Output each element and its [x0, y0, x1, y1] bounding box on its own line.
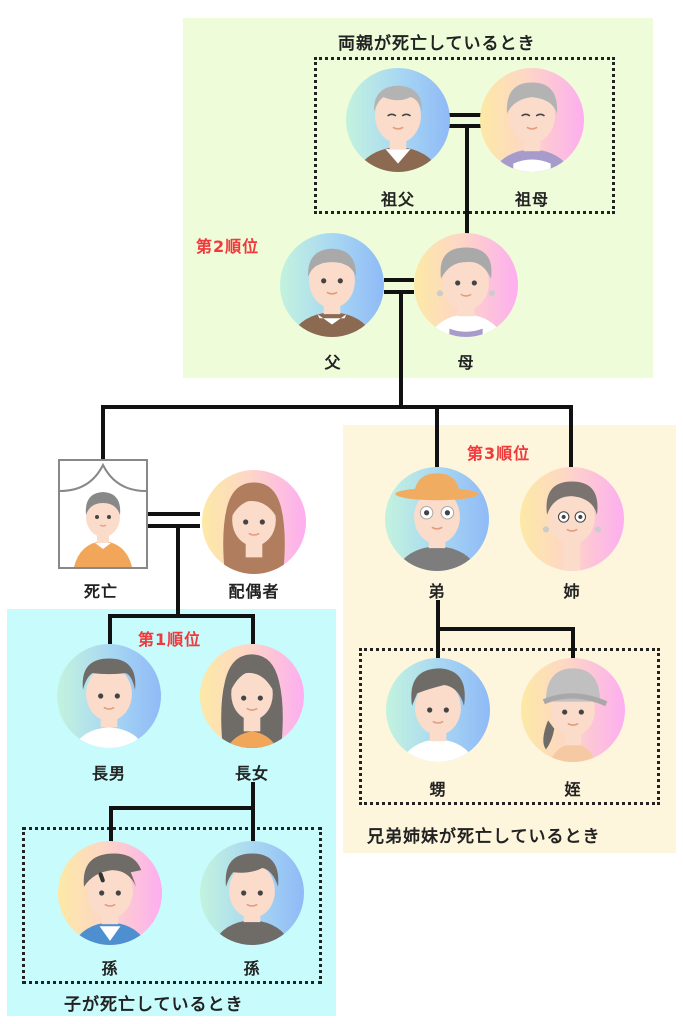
nephew-label: 甥	[429, 780, 447, 799]
deceased-portrait	[58, 459, 148, 569]
mother-label: 母	[457, 353, 475, 372]
mother-avatar	[414, 233, 518, 337]
siblings-horizontal-line	[101, 405, 573, 409]
nephews-horizontal-line	[436, 627, 575, 631]
grandchild-2-label: 孫	[243, 959, 261, 978]
parents-marriage-line-top	[384, 278, 414, 282]
grandmother-label: 祖母	[514, 190, 550, 209]
couple-descent-line	[176, 524, 180, 616]
younger-brother-avatar	[385, 467, 489, 571]
eldest-daughter-avatar	[200, 644, 304, 748]
spouse-avatar	[202, 470, 306, 574]
grandparents-to-mother-line	[465, 124, 469, 234]
grandchildren-horizontal-line	[109, 806, 255, 810]
father-avatar	[280, 233, 384, 337]
grandparents-dotted-box	[314, 57, 615, 214]
deceased-label: 死亡	[83, 582, 119, 601]
eldest-son-avatar	[57, 644, 161, 748]
niece-label: 姪	[564, 780, 582, 799]
grandchildren-dotted-box	[22, 827, 322, 984]
third-rank-label: 第3順位	[467, 444, 531, 463]
grandfather-avatar	[346, 68, 450, 172]
older-sister-label: 姉	[563, 582, 581, 601]
second-rank-label: 第2順位	[196, 237, 260, 256]
younger-brother-label: 弟	[428, 582, 446, 601]
older-sister-avatar	[520, 467, 624, 571]
spouse-label: 配偶者	[228, 582, 280, 601]
son-drop-line	[108, 614, 112, 644]
children-deceased-caption: 子が死亡しているとき	[64, 995, 244, 1015]
grandchild-2-avatar	[200, 841, 304, 945]
grandparents-marriage-line-top	[449, 113, 482, 117]
sister-drop-line	[569, 405, 573, 467]
grandfather-label: 祖父	[380, 190, 416, 209]
eldest-daughter-label: 長女	[234, 764, 270, 783]
parents-deceased-caption: 両親が死亡しているとき	[338, 34, 536, 54]
spouse-marriage-line-bottom	[148, 524, 200, 528]
eldest-son-label: 長男	[91, 764, 127, 783]
daughter-drop-line	[251, 614, 255, 644]
nephew-niece-dotted-box	[359, 648, 660, 805]
father-label: 父	[324, 353, 342, 372]
daughter-descent-line	[251, 782, 255, 842]
grandchild1-drop-line	[109, 806, 113, 842]
grandchild-1-avatar	[58, 841, 162, 945]
deceased-drop-line	[101, 405, 105, 460]
niece-drop-line	[571, 627, 575, 660]
first-rank-label: 第1順位	[138, 630, 202, 649]
nephew-avatar	[386, 658, 490, 762]
grandmother-avatar	[480, 68, 584, 172]
siblings-deceased-caption: 兄弟姉妹が死亡しているとき	[367, 827, 601, 847]
spouse-marriage-line-top	[148, 512, 200, 516]
children-horizontal-line	[108, 614, 255, 618]
niece-avatar	[521, 658, 625, 762]
grandchild-1-label: 孫	[101, 959, 119, 978]
brother-drop-line	[435, 405, 439, 467]
parents-descent-line	[399, 290, 403, 408]
